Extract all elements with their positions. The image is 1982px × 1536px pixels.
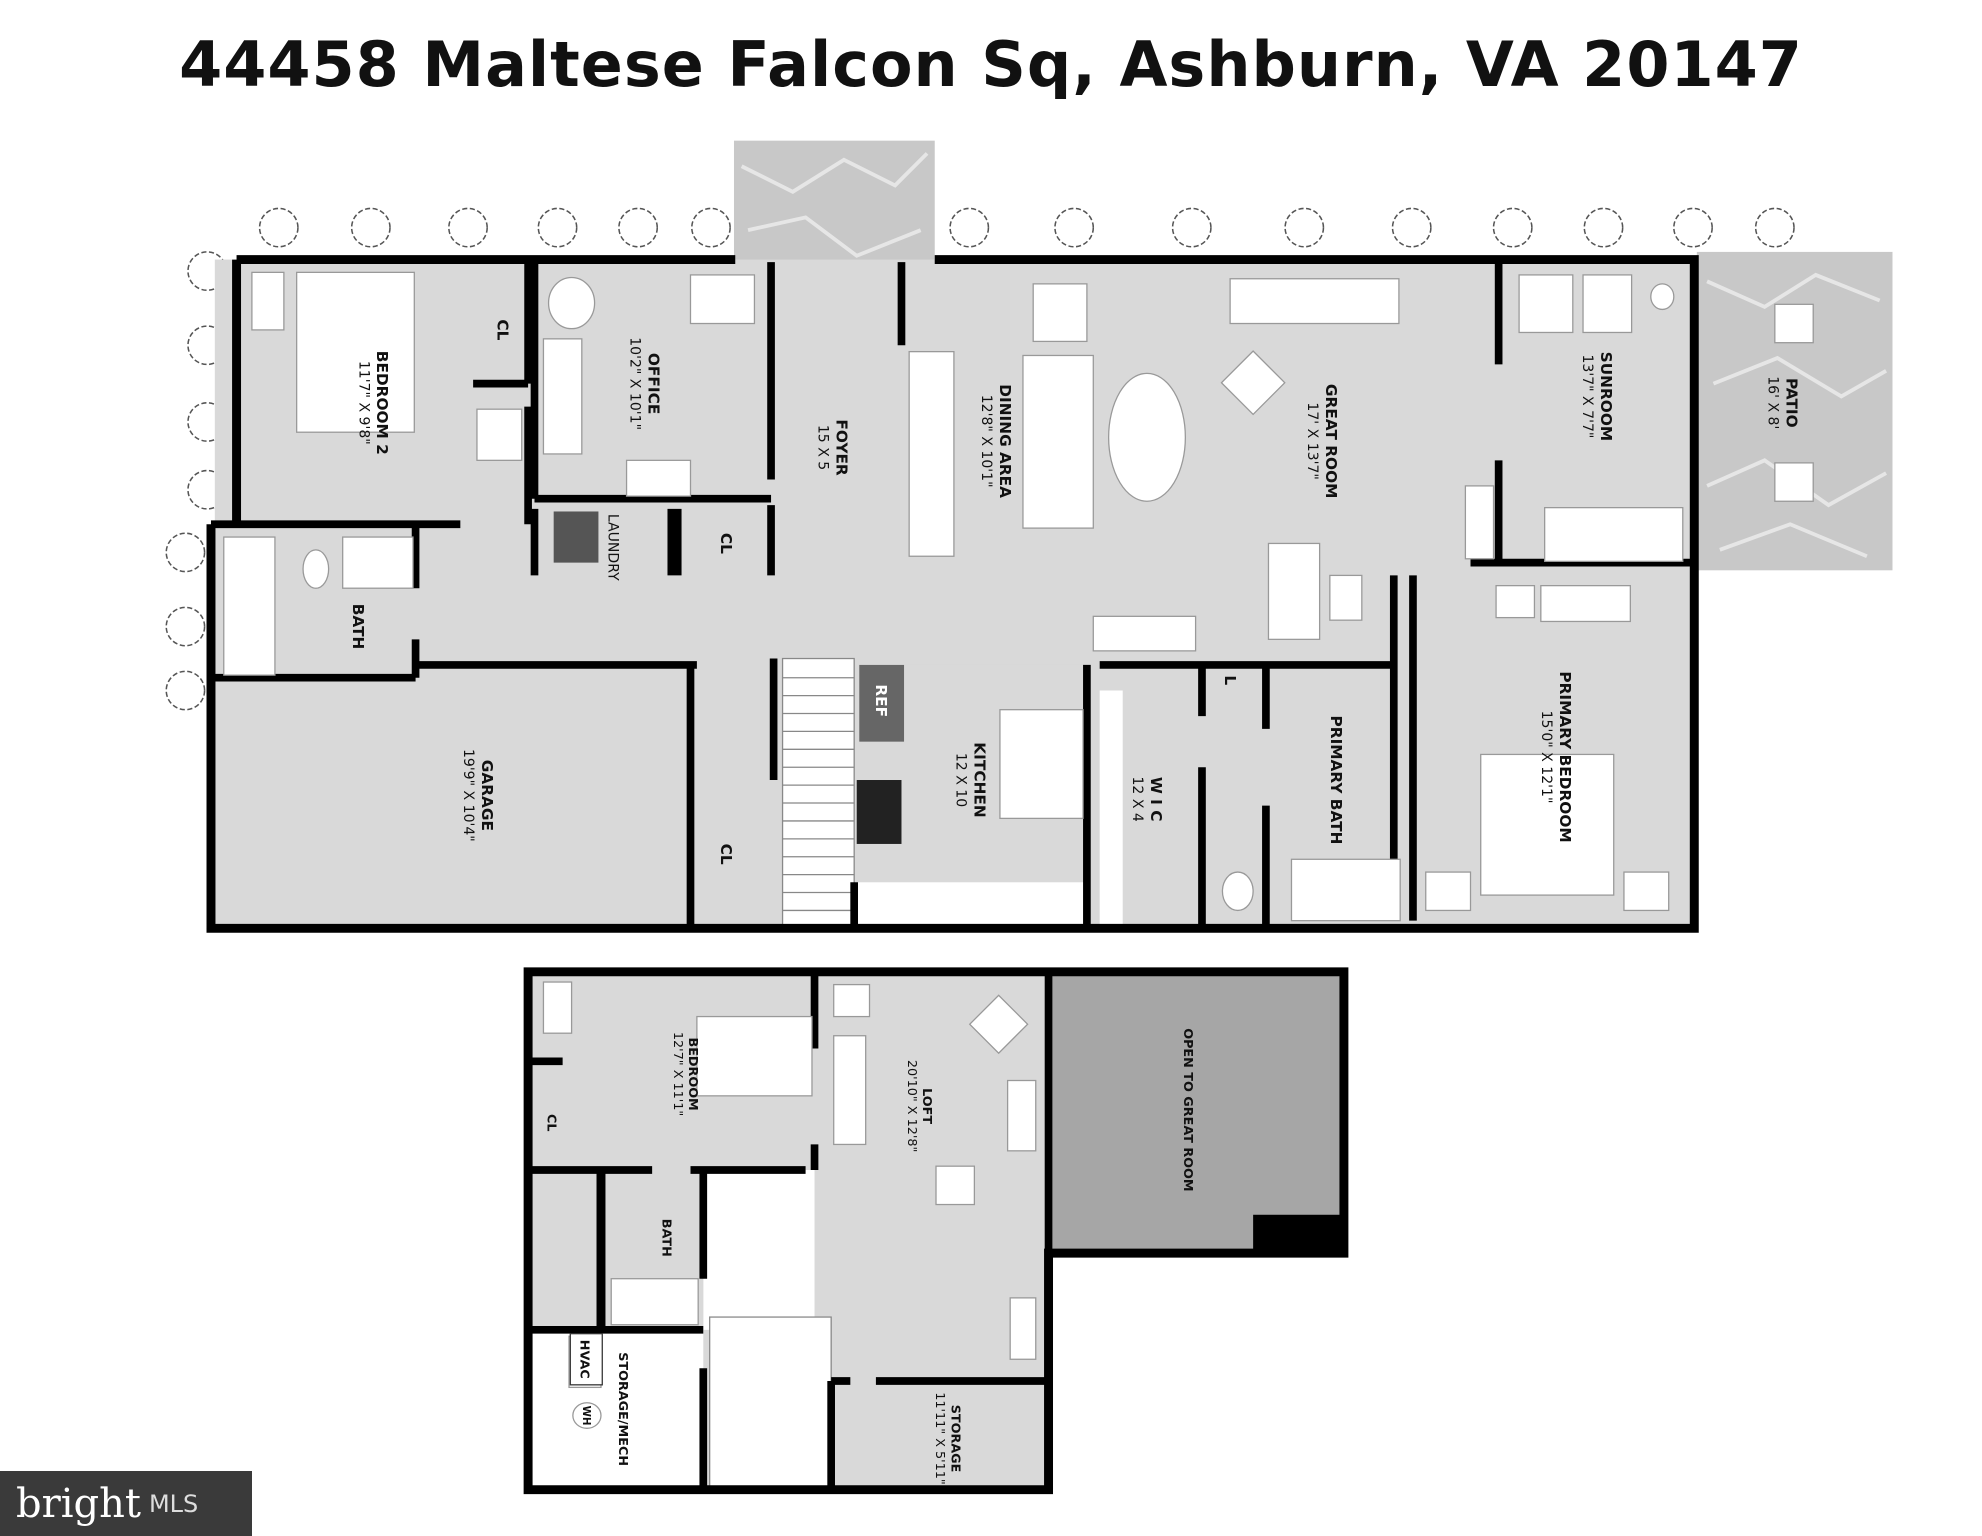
room-label: OPEN TO GREAT ROOM [1180,1028,1195,1191]
tree-icon [1054,207,1095,248]
room-label: LOFT [919,1088,934,1124]
tree-icon [258,207,299,248]
tree-icon [1754,207,1795,248]
room-label: BEDROOM 2 [373,351,391,455]
room-dimensions: 16' X 8' [1764,376,1780,429]
open-to-great-room-area [1048,967,1344,1254]
room-dimensions: 20'10" X 12'8" [904,1060,919,1152]
tree-icon [165,670,206,711]
room-label: PATIO [1782,378,1800,428]
room-label: CL [493,319,511,340]
tree-icon [618,207,659,248]
room-dimensions: 12'8" X 10'1" [978,395,994,488]
tree-icon [448,207,488,248]
room-dimensions: 11'7" X 9'8" [355,361,371,445]
room-dimensions: 13'7" X 7'7" [1579,354,1595,438]
room-label: STORAGE [947,1405,962,1473]
tree-icon [165,606,206,647]
room-label: CL [717,844,735,865]
page-title: 44458 Maltese Falcon Sq, Ashburn, VA 201… [179,28,1803,101]
room-label: W I C [1147,777,1165,822]
room-label: CL [543,1114,558,1132]
room-label: GREAT ROOM [1322,384,1340,498]
tree-icon [1492,207,1533,248]
room-dimensions: 19'9" X 10'4" [460,749,476,842]
room-label: LAUNDRY [605,514,621,581]
tree-icon [350,207,391,248]
room-dimensions: 15 X 5 [814,425,830,470]
room-label: L [1221,675,1239,685]
hvac-label: HVAC [577,1340,592,1379]
room-label: STORAGE/MECH [615,1352,630,1466]
room-label: KITCHEN [970,742,988,817]
logo-brand: bright [16,1480,141,1527]
room-label: BATH [658,1219,673,1257]
tree-icon [1583,207,1624,248]
room-label: SUNROOM [1597,352,1615,441]
room-dimensions: 17' X 13'7" [1304,402,1320,479]
logo-suffix: MLS [148,1489,199,1518]
stairs[interactable] [781,657,855,928]
tree-icon [691,207,731,248]
room-label: OFFICE [644,353,662,414]
stove [856,780,902,844]
room-dimensions: 12 X 10 [952,753,968,807]
tree-icon [537,207,578,248]
tree-icon [1673,207,1713,248]
room-label: PRIMARY BATH [1327,716,1345,845]
room-label: PRIMARY BEDROOM [1556,671,1574,842]
tree-icon [165,532,206,573]
room-dimensions: 12'7" X 11'1" [670,1032,685,1116]
room-dimensions: 11'11" X 5'11" [932,1392,947,1484]
bright-mls-logo: bright MLS [0,1471,252,1536]
room-label: GARAGE [478,760,496,831]
room-label: CL [717,533,735,554]
water-heater-label: WH [580,1406,591,1426]
room-label: REF [872,684,890,717]
tree-icon [949,207,990,248]
refrigerator [859,664,905,742]
tree-icon [1391,207,1432,248]
room-label: BATH [349,604,367,650]
room-label: BEDROOM [685,1037,700,1110]
room-dimensions: 10'2" X 10'1" [626,337,642,430]
room-dimensions: 12 X 4 [1129,777,1145,822]
tree-icon [1284,207,1325,248]
room-dimensions: 15'0" X 12'1" [1538,711,1554,804]
room-label: DINING AREA [996,384,1014,498]
tree-icon [1171,207,1212,248]
room-label: FOYER [832,419,850,476]
